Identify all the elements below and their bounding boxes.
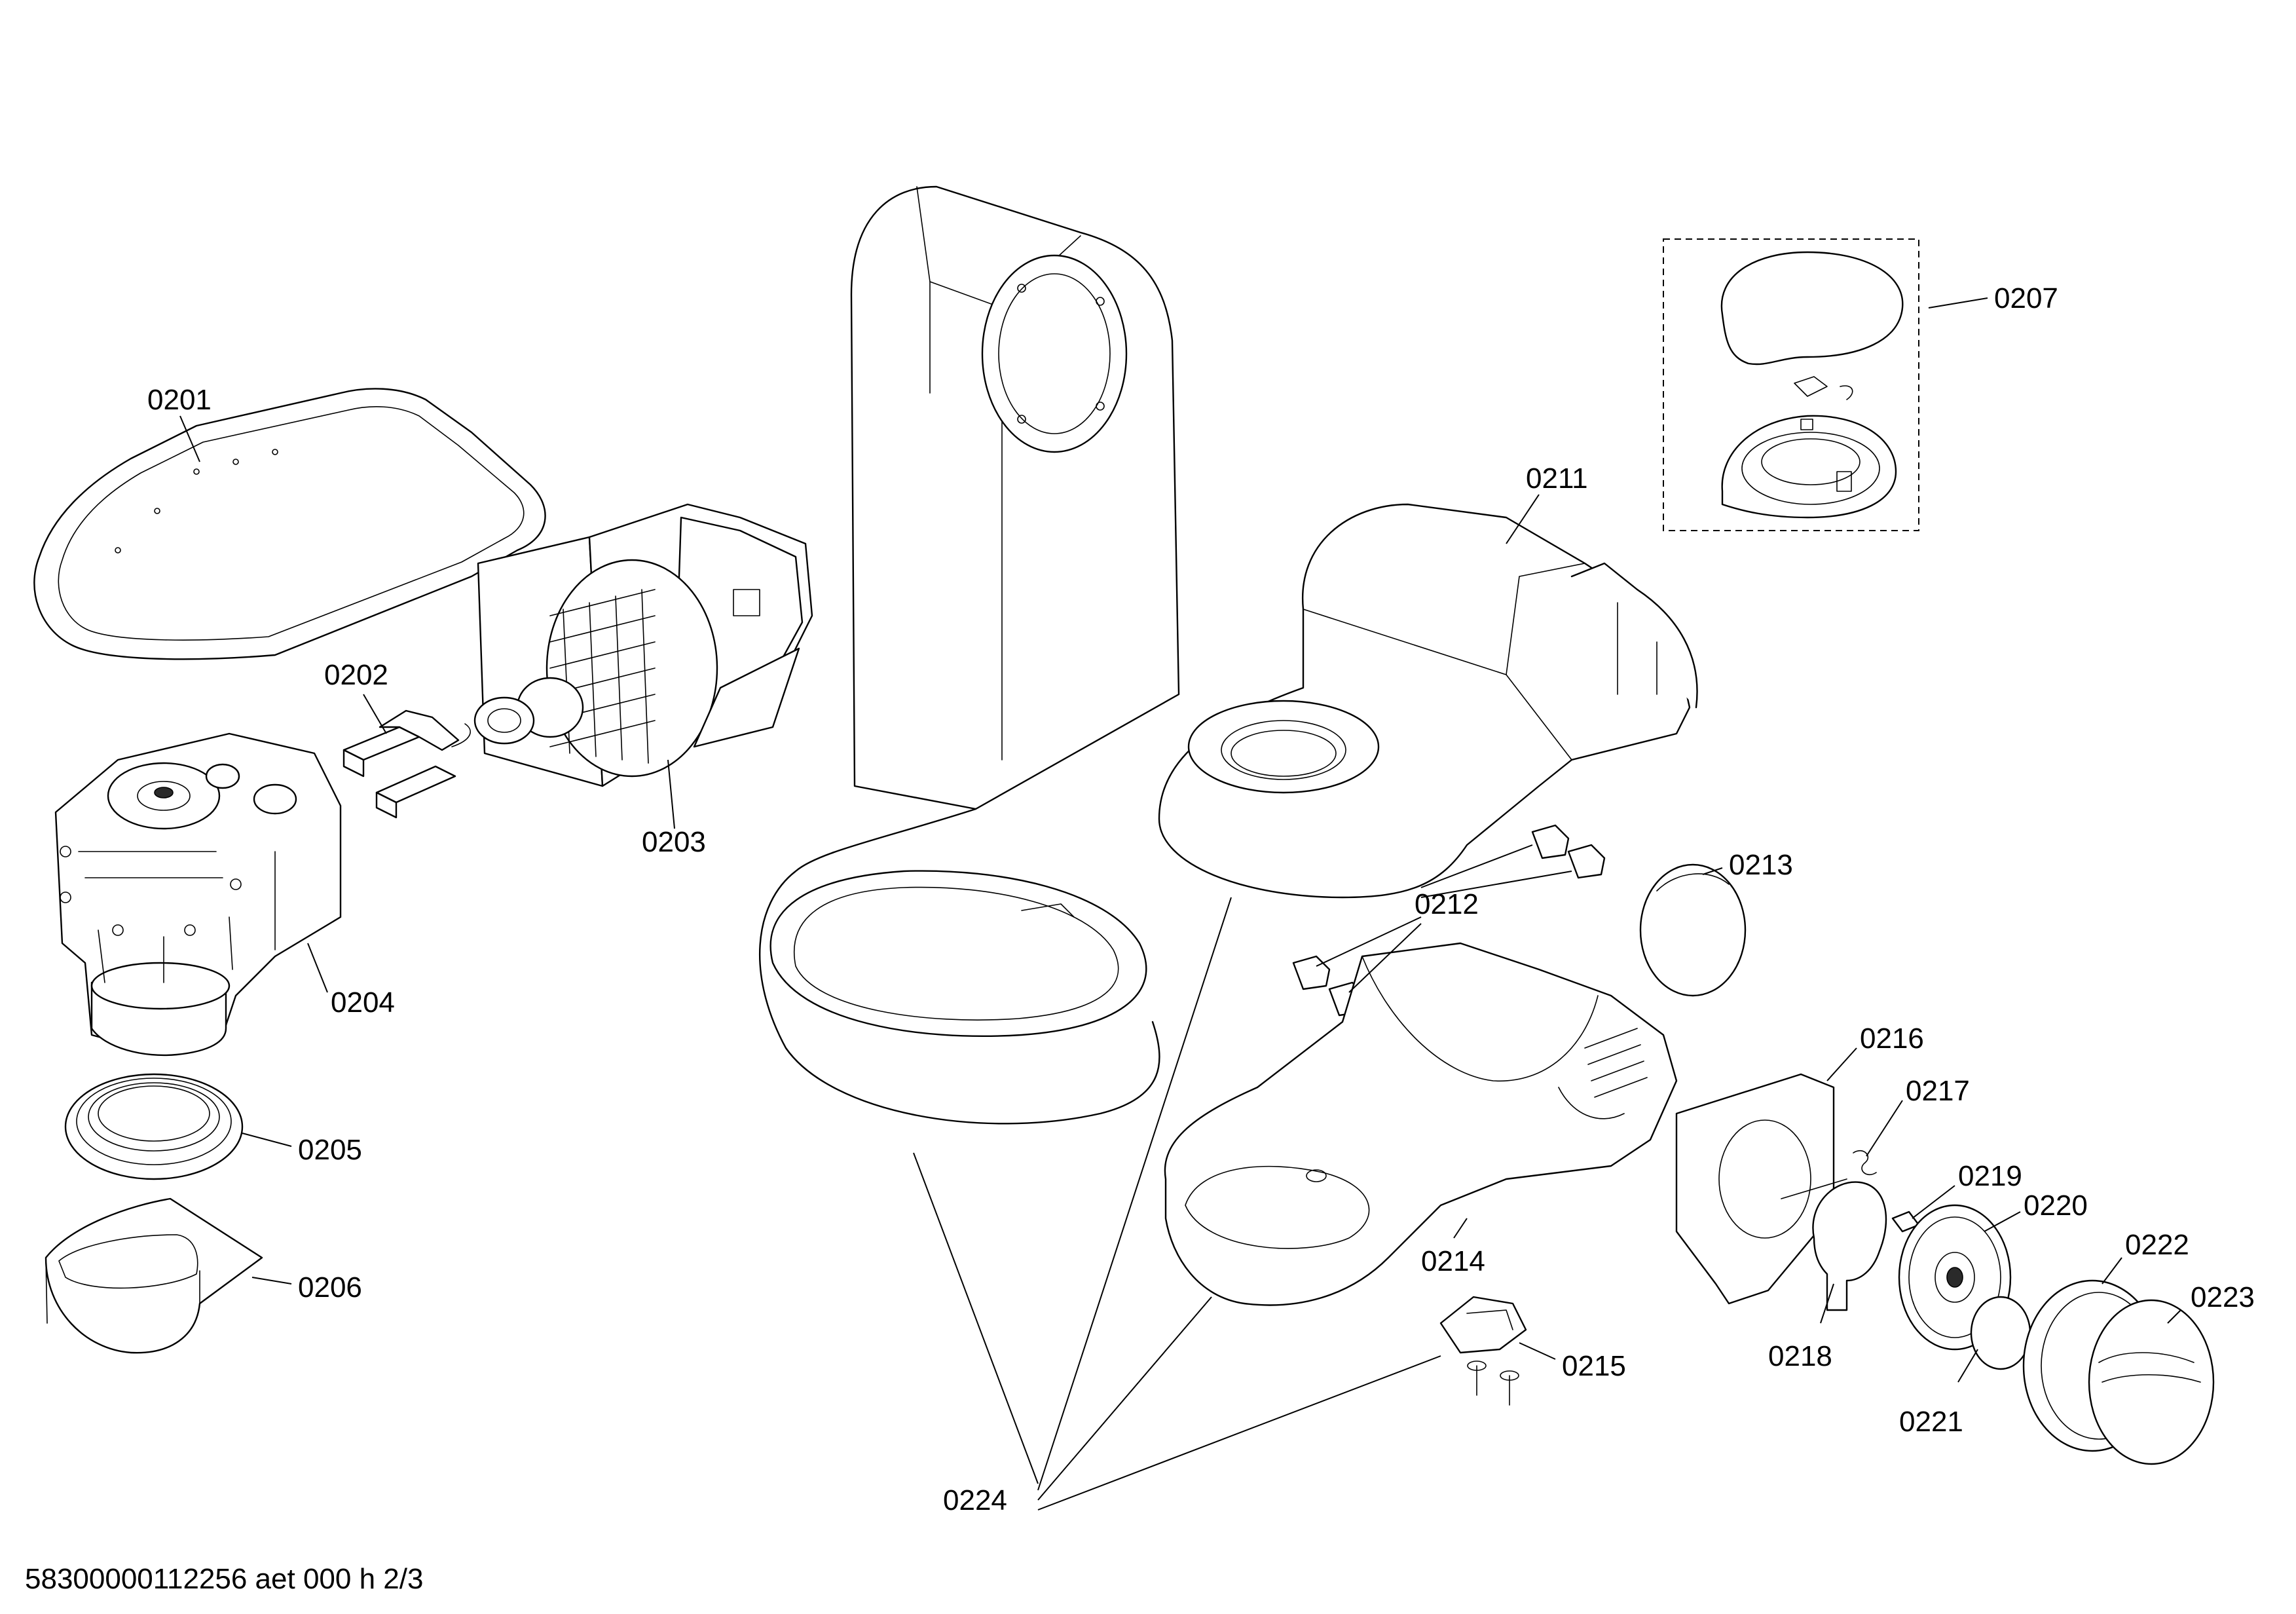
label-0223: 0223	[2191, 1281, 2255, 1313]
base-column	[758, 185, 1180, 1125]
label-0224: 0224	[943, 1484, 1007, 1516]
label-0203: 0203	[642, 826, 706, 858]
leader-lines	[179, 297, 2181, 1511]
label-0219: 0219	[1958, 1160, 2022, 1192]
label-0201: 0201	[147, 384, 212, 416]
label-0221: 0221	[1899, 1406, 1963, 1438]
label-0204: 0204	[331, 986, 395, 1019]
part-0205-ring	[64, 1073, 244, 1180]
label-0218: 0218	[1768, 1340, 1832, 1372]
label-0216: 0216	[1860, 1023, 1924, 1055]
drawing-code: 58300000112256 aet 000 h 2/3	[25, 1563, 423, 1595]
label-0217: 0217	[1906, 1075, 1970, 1107]
part-0207-cover-set	[1663, 238, 1919, 531]
part-0206-cup	[45, 1197, 263, 1354]
part-0216-gear-plate	[1675, 1073, 1847, 1305]
label-0206: 0206	[298, 1271, 362, 1304]
part-0215-bracket	[1439, 1296, 1527, 1406]
part-0202-brush-holder	[343, 709, 471, 819]
label-0207: 0207	[1994, 282, 2058, 314]
part-0218-disc	[1812, 1181, 1887, 1311]
part-0211-head	[1158, 503, 1698, 899]
part-0213-cap	[1639, 863, 1747, 997]
label-0212: 0212	[1415, 888, 1479, 920]
part-labels: 0201 0202 0203 0204 0205 0206 0207 0211 …	[147, 282, 2255, 1516]
label-0214: 0214	[1421, 1245, 1485, 1277]
label-0220: 0220	[2024, 1190, 2088, 1222]
label-0205: 0205	[298, 1134, 362, 1166]
part-0201-gasket	[33, 388, 546, 660]
label-0202: 0202	[324, 659, 388, 691]
part-0223-knob	[2088, 1299, 2215, 1465]
label-0213: 0213	[1729, 849, 1793, 881]
label-0211: 0211	[1526, 462, 1588, 495]
part-0204-gearbox	[54, 732, 342, 1057]
part-0214-lower-housing	[1164, 942, 1678, 1306]
label-0222: 0222	[2125, 1229, 2189, 1261]
part-0221-washer	[1970, 1296, 2031, 1370]
label-0215: 0215	[1562, 1350, 1626, 1382]
part-0217-spring	[1853, 1150, 1877, 1176]
part-0203-motor	[473, 503, 813, 787]
